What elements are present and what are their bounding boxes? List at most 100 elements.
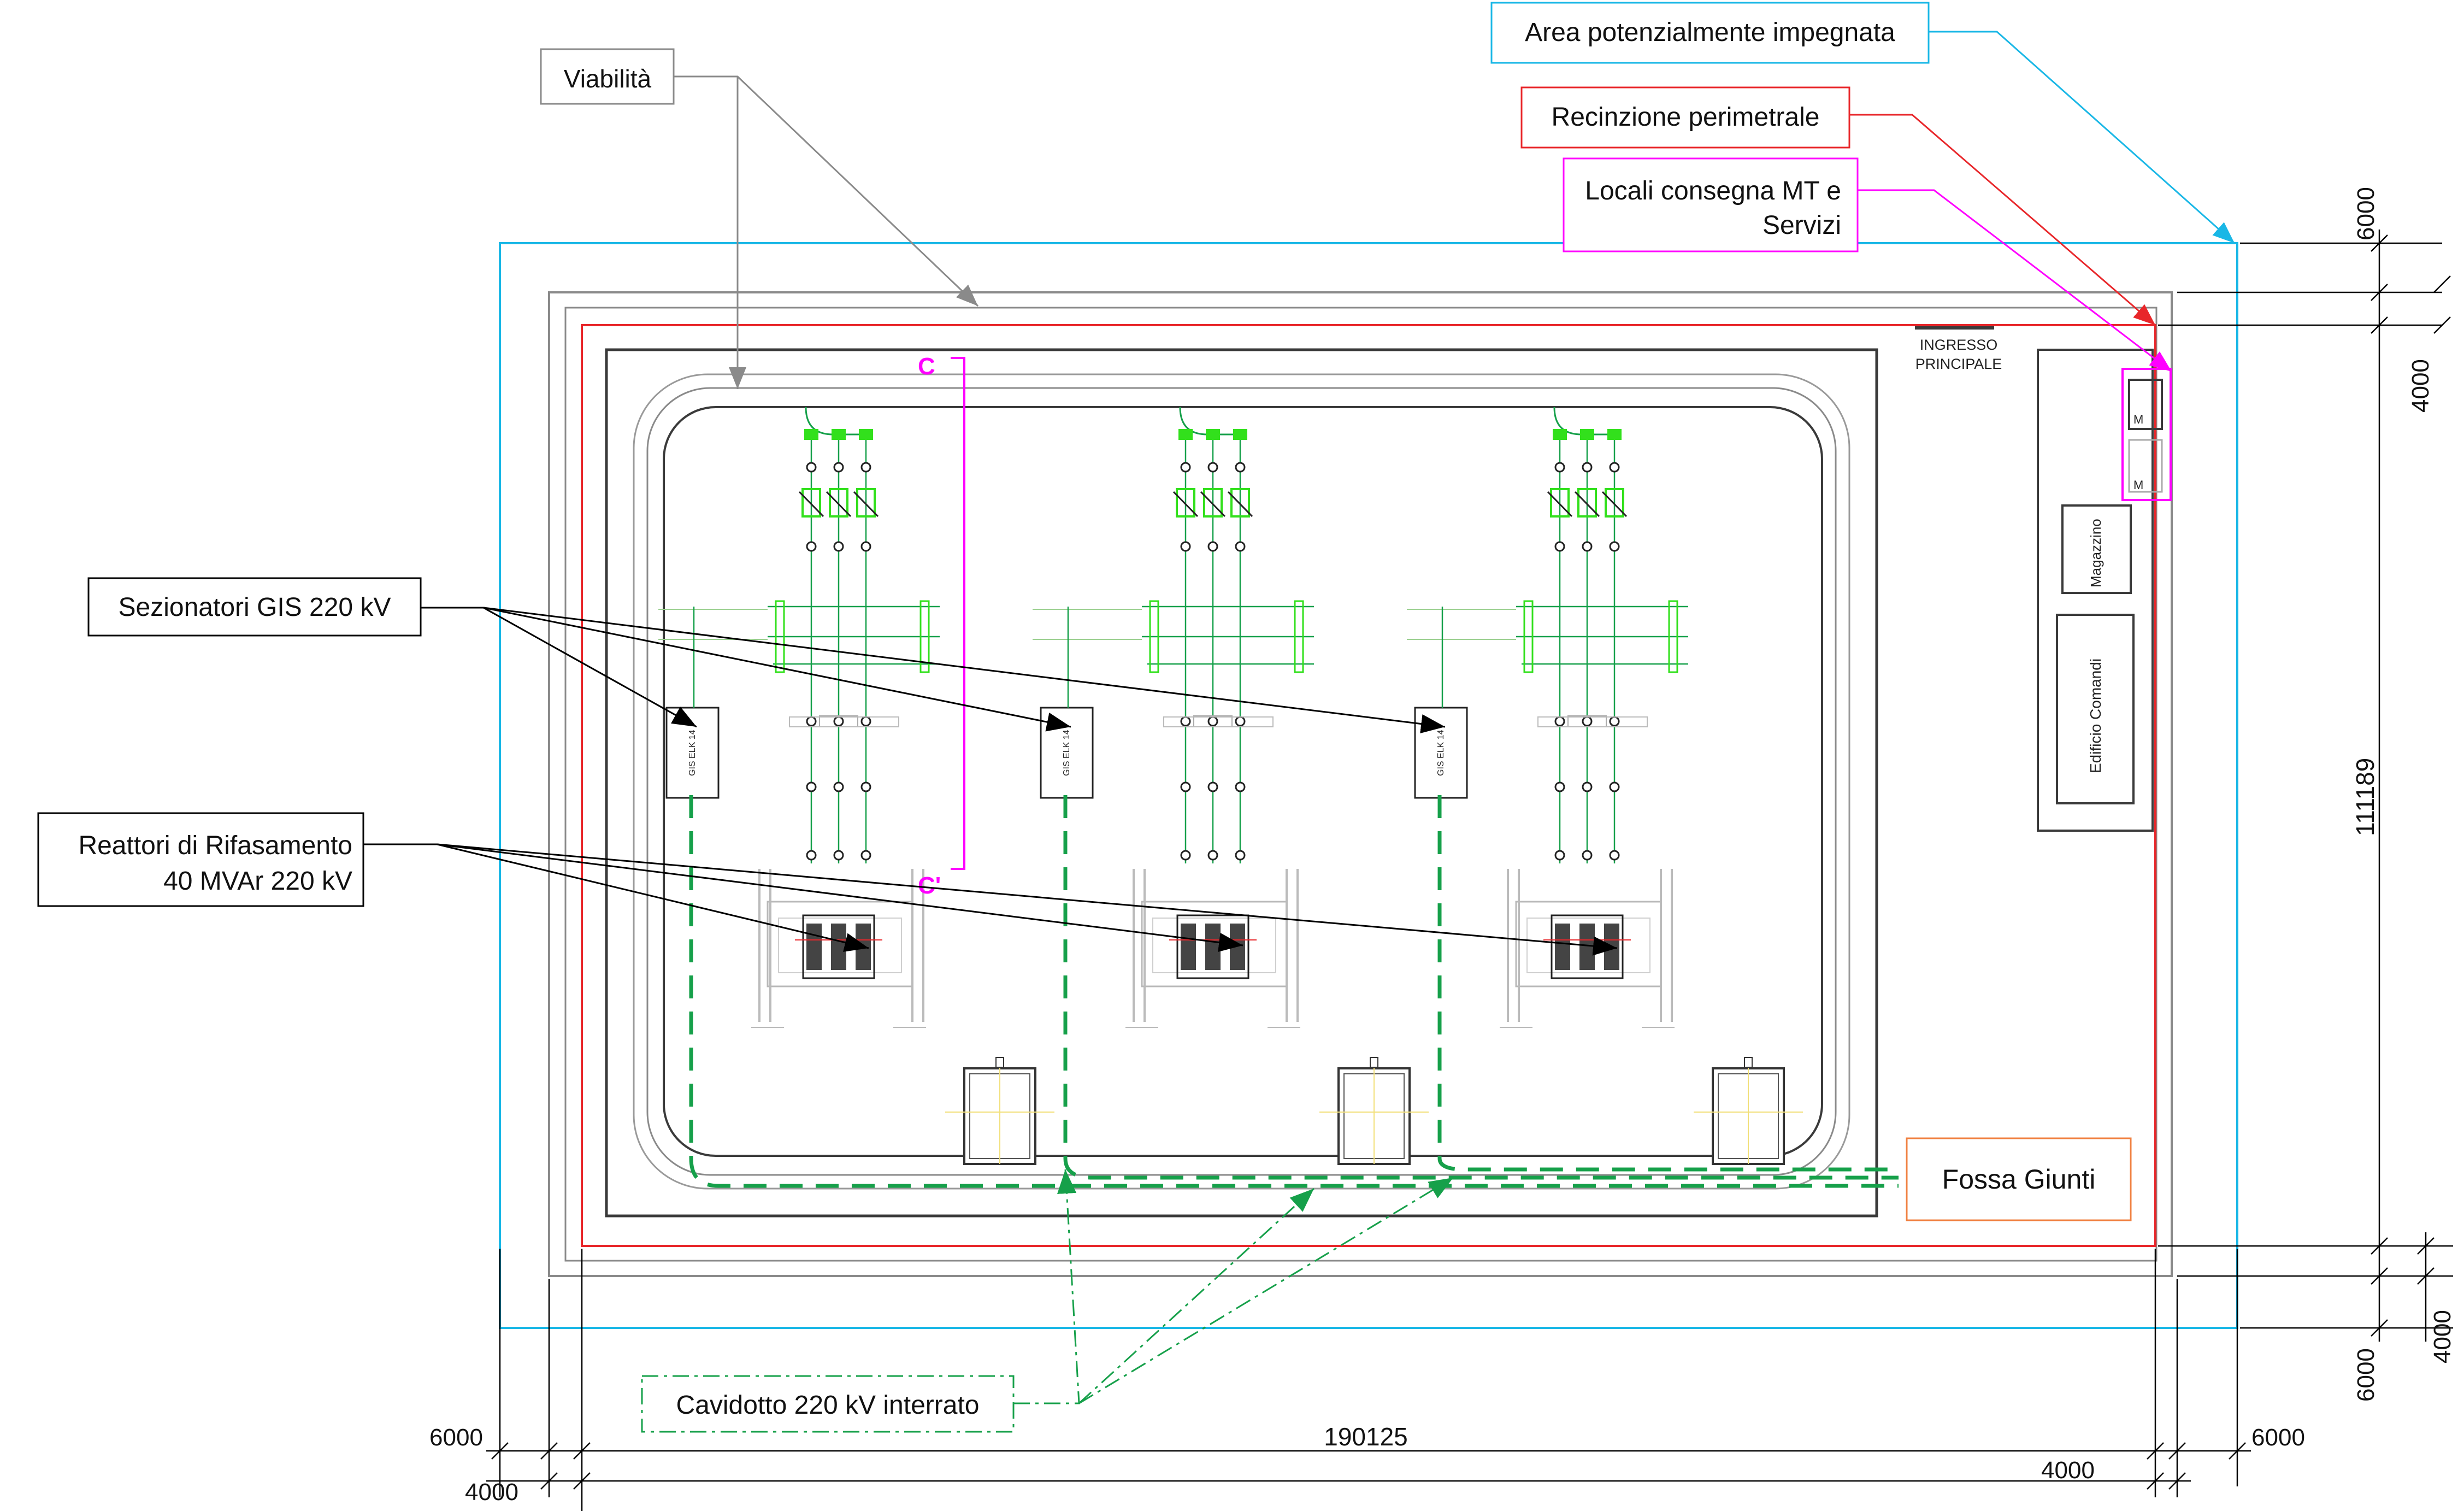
callout-fossa: Fossa Giunti: [1906, 1137, 2132, 1221]
insulator: [1609, 716, 1620, 727]
insulator: [1554, 850, 1565, 861]
services-area: M M Magazzino Edificio Comandi INGRESSO …: [1915, 326, 2172, 832]
leader-recinzione: [1849, 114, 2156, 326]
reactor-pit: [778, 918, 902, 973]
leader-cavidotto-1: [1013, 1169, 1080, 1404]
leader-locali: [1858, 189, 2172, 373]
terminal: [1233, 429, 1247, 440]
insulator: [1235, 716, 1246, 727]
mt-room-mark-2: M: [2133, 478, 2143, 492]
callout-sezionatori: Sezionatori GIS 220 kV: [87, 577, 422, 637]
dim-top-4000: 4000: [2407, 359, 2434, 413]
insulator: [1554, 716, 1565, 727]
insulator: [1235, 541, 1246, 552]
bus-support: [1668, 600, 1678, 673]
mt-room-2: [2128, 439, 2163, 493]
main-entrance-label-1: INGRESSO: [1920, 337, 1998, 353]
disconnector-blade: [1547, 491, 1573, 518]
insulator: [1609, 850, 1620, 861]
disconnector: [1176, 488, 1195, 518]
insulator: [1207, 850, 1218, 861]
insulator: [860, 541, 871, 552]
bus-support: [1523, 600, 1534, 673]
callout-reattori-text-1: Reattori di Rifasamento: [78, 831, 352, 860]
insulator: [833, 716, 844, 727]
reactor-pit: [1152, 918, 1276, 973]
disconnector: [1605, 488, 1624, 518]
insulator: [1235, 781, 1246, 792]
dim-right-6000: 6000: [2251, 1424, 2305, 1451]
section-label-c: C: [918, 353, 935, 380]
terminal: [1206, 429, 1220, 440]
insulator: [860, 462, 871, 473]
leader-reattori-3: [437, 843, 1618, 956]
mt-room-1: [2128, 379, 2163, 430]
disconnector-blade: [1574, 491, 1600, 518]
terminal: [1580, 429, 1594, 440]
leader-reattori-2: [437, 843, 1243, 952]
disconnector: [1550, 488, 1570, 518]
callout-locali-text-1: Locali consegna MT e: [1585, 177, 1841, 205]
callout-reattori-text-2: 40 MVAr 220 kV: [163, 867, 352, 896]
boundaries: [499, 242, 2238, 1329]
reactor-phase: [1579, 924, 1595, 970]
disconnector-blade: [826, 491, 852, 518]
bus-support: [1294, 600, 1304, 673]
control-building-label: Edificio Comandi: [2087, 659, 2104, 773]
terminal: [859, 429, 873, 440]
disconnector-blade: [1200, 491, 1226, 518]
ct-frame: [1537, 716, 1648, 727]
section-line: [951, 357, 965, 870]
insulator: [1609, 541, 1620, 552]
insulator: [1609, 781, 1620, 792]
electrical-area: [605, 348, 1878, 1218]
insulator: [1582, 541, 1593, 552]
pit-drain: [995, 1057, 1004, 1068]
dim-width: 190125: [1324, 1422, 1408, 1451]
cable-route-3: [1437, 795, 1899, 1172]
pit-drain: [1370, 1057, 1378, 1068]
insulator: [1582, 850, 1593, 861]
insulator: [806, 541, 817, 552]
callout-viabilita: Viabilità: [540, 48, 675, 105]
insulator: [1207, 462, 1218, 473]
warehouse: [2061, 504, 2132, 594]
leader-cavidotto-2: [1078, 1187, 1315, 1404]
gis-label: GIS ELK 14: [1436, 730, 1446, 776]
disconnector: [1577, 488, 1597, 518]
leader-sezionatori-2: [483, 607, 1071, 732]
mt-delivery-rooms: [2121, 368, 2172, 501]
pit-drain: [1744, 1057, 1753, 1068]
gis-label: GIS ELK 14: [688, 730, 697, 776]
reactor-pit: [1526, 918, 1650, 973]
control-building: [2056, 614, 2135, 804]
insulator: [1180, 541, 1191, 552]
internal-road-outer: [633, 373, 1850, 1190]
callout-sezionatori-text: Sezionatori GIS 220 kV: [119, 593, 391, 622]
reactor: [802, 914, 875, 979]
insulator: [860, 781, 871, 792]
insulator: [806, 850, 817, 861]
disconnector: [1203, 488, 1223, 518]
bay-1: GIS ELK 14: [658, 407, 1054, 1165]
internal-road-mid: [646, 387, 1837, 1176]
leader-area: [1929, 31, 2235, 244]
disconnector-blade: [1227, 491, 1253, 518]
insulator: [806, 781, 817, 792]
leader-sezionatori-1: [483, 607, 697, 728]
callouts: Viabilità Area potenzialmente impegnata …: [37, 2, 2132, 1433]
terminal: [1178, 429, 1193, 440]
leader-reattori-1: [437, 843, 869, 952]
terminal: [832, 429, 846, 440]
insulator: [806, 462, 817, 473]
callout-cavidotto-text: Cavidotto 220 kV interrato: [676, 1391, 980, 1420]
terminal: [1607, 429, 1622, 440]
leader-sezionatori-3: [483, 607, 1446, 734]
insulator: [1582, 462, 1593, 473]
callout-reattori: Reattori di Rifasamento 40 MVAr 220 kV: [37, 812, 364, 907]
dim-right-4000: 4000: [2041, 1457, 2095, 1484]
dim-bottom-right-4000: 4000: [2429, 1310, 2456, 1363]
insulator: [1180, 462, 1191, 473]
insulator: [1554, 541, 1565, 552]
section-label-c-prime: C': [918, 872, 941, 899]
